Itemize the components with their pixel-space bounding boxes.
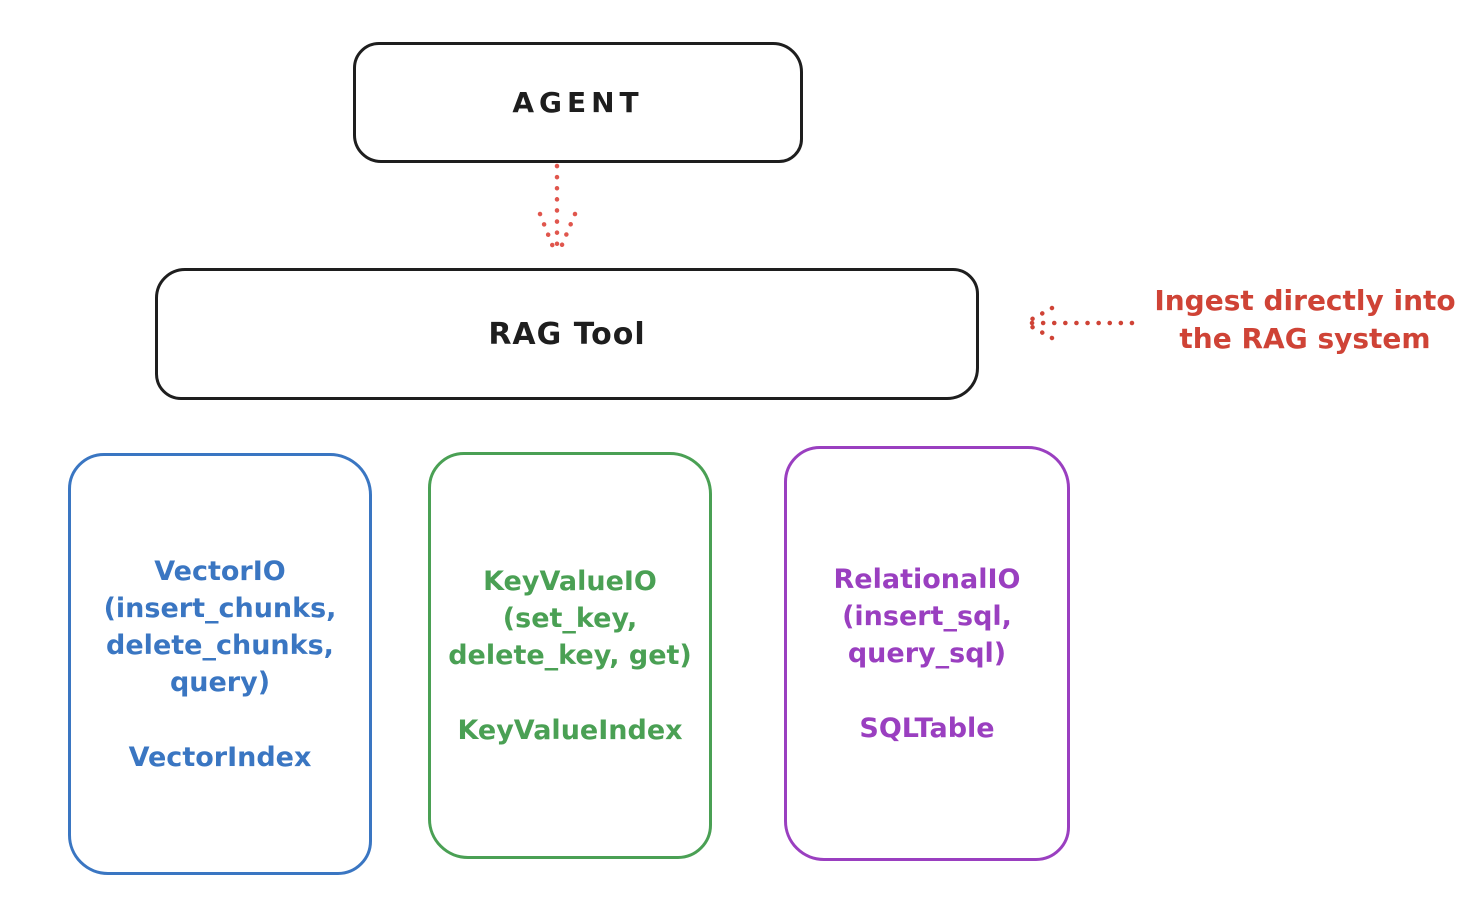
vector-io-title-line: VectorIO — [154, 555, 286, 587]
keyvalue-io-title-line: KeyValueIO — [483, 565, 657, 597]
vector-io-title-line: query) — [169, 666, 271, 698]
sql-table-label: SQLTable — [859, 712, 995, 744]
keyvalue-io-title-line: delete_key, get) — [448, 639, 692, 671]
vector-io-title-line: (insert_chunks, — [103, 592, 337, 624]
agent-box: AGENT — [353, 42, 803, 163]
ingest-annotation-line2: the RAG system — [1179, 322, 1431, 355]
agent-label: AGENT — [512, 86, 644, 119]
relational-io-box: RelationalIO (insert_sql, query_sql) SQL… — [784, 446, 1070, 861]
relational-io-title-line: (insert_sql, — [842, 600, 1012, 632]
rag-tool-box: RAG Tool — [155, 268, 979, 400]
relational-io-title-line: RelationalIO — [833, 563, 1021, 595]
keyvalue-io-title-line: (set_key, — [502, 602, 638, 634]
vector-io-box: VectorIO (insert_chunks, delete_chunks, … — [68, 453, 372, 875]
keyvalue-io-box: KeyValueIO (set_key, delete_key, get) Ke… — [428, 452, 712, 859]
ingest-annotation: Ingest directly into the RAG system — [1135, 282, 1475, 358]
agent-to-rag-arrow-icon — [537, 163, 578, 255]
rag-tool-label: RAG Tool — [488, 316, 646, 352]
vector-io-title-line: delete_chunks, — [106, 629, 334, 661]
keyvalue-index-label: KeyValueIndex — [457, 714, 683, 746]
ingest-annotation-line1: Ingest directly into — [1154, 284, 1456, 317]
ingest-annotation-arrow-icon — [1022, 305, 1135, 341]
vector-index-label: VectorIndex — [128, 741, 312, 773]
relational-io-title-line: query_sql) — [847, 637, 1007, 669]
